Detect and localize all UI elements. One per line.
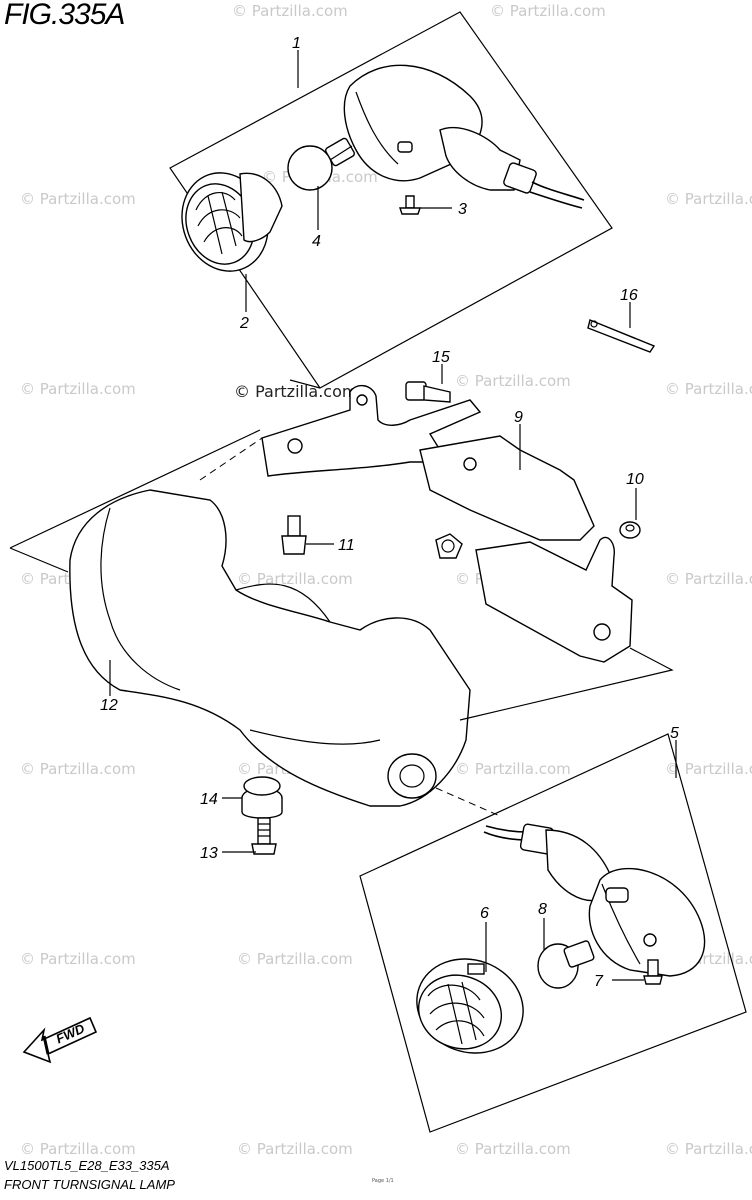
bulb-part-4 <box>287 137 355 191</box>
clip-part-16 <box>587 319 656 353</box>
watermark: © Partzilla.com <box>455 1140 571 1158</box>
figure-name: FRONT TURNSIGNAL LAMP <box>4 1177 175 1192</box>
watermark: © Partzilla.com <box>237 950 353 968</box>
assembly-frame-lower <box>359 733 747 1133</box>
upper-lamp-assembly <box>169 11 613 389</box>
housing-part-5 <box>483 823 706 977</box>
callout-11: 11 <box>338 537 355 554</box>
callout-9: 9 <box>514 409 523 426</box>
fwd-arrow: FWD <box>22 1016 98 1064</box>
watermark: © Partzilla.com <box>20 380 136 398</box>
leader-lines <box>109 50 677 981</box>
watermark: © Partzilla.com <box>237 570 353 588</box>
callout-12: 12 <box>100 697 118 714</box>
callout-13: 13 <box>200 845 218 862</box>
watermark: © Partzilla.com <box>665 1140 752 1158</box>
lower-lamp-assembly <box>359 733 747 1133</box>
watermark: © Partzilla.com <box>455 372 571 390</box>
assembly-frame-upper <box>169 11 613 389</box>
callout-labels: 1 2 3 4 5 6 7 8 9 10 11 12 13 14 15 16 <box>100 35 679 990</box>
callout-16: 16 <box>620 287 638 304</box>
bracket-part-9 <box>419 435 595 541</box>
housing-part-1 <box>343 64 585 209</box>
watermark: © Partzilla.com <box>20 950 136 968</box>
callout-10: 10 <box>626 471 644 488</box>
callout-1: 1 <box>292 35 301 52</box>
bulb-part-8 <box>537 940 595 989</box>
watermark: © Partzilla.com <box>20 1140 136 1158</box>
bracket-right-plate <box>475 536 633 663</box>
watermark-layer: © Partzilla.com © Partzilla.com © Partzi… <box>20 2 752 1158</box>
screw-part-13 <box>251 817 277 855</box>
watermark: © Partzilla.com <box>20 760 136 778</box>
screw-part-3 <box>399 195 421 215</box>
grommet-part-14 <box>241 776 283 819</box>
callout-2: 2 <box>239 315 249 332</box>
bolt-part-11 <box>281 515 307 555</box>
cover-part-12 <box>69 489 471 807</box>
guide-lines <box>9 379 674 817</box>
page-footnote: Page 1/1 <box>372 1178 394 1184</box>
watermark: © Partzilla.com <box>665 190 752 208</box>
screw-part-7 <box>643 959 663 985</box>
watermark: © Partzilla.com <box>490 2 606 20</box>
figure-title: FIG.335A <box>4 0 125 31</box>
watermark: © Partzilla.com <box>665 760 752 778</box>
callout-15: 15 <box>432 349 450 366</box>
callout-5: 5 <box>670 725 679 742</box>
watermark: © Partzilla.com <box>665 570 752 588</box>
callout-8: 8 <box>538 901 547 918</box>
callout-3: 3 <box>458 201 467 218</box>
callout-4: 4 <box>312 233 321 250</box>
callout-7: 7 <box>594 973 604 990</box>
bracket-assembly <box>261 319 656 663</box>
bolt-part-15 <box>405 381 451 403</box>
watermark: © Partzilla.com <box>237 1140 353 1158</box>
lens-part-6 <box>416 958 524 1054</box>
lens-part-2 <box>181 172 283 272</box>
watermark-center: © Partzilla.com <box>234 382 357 401</box>
watermark: © Partzilla.com <box>665 380 752 398</box>
watermark: © Partzilla.com <box>20 190 136 208</box>
model-code: VL1500TL5_E28_E33_335A <box>4 1158 170 1173</box>
callout-6: 6 <box>480 905 489 922</box>
collar-part-10 <box>619 521 641 539</box>
callout-14: 14 <box>200 791 218 808</box>
watermark: © Partzilla.com <box>455 760 571 778</box>
nut <box>435 533 463 559</box>
watermark: © Partzilla.com <box>232 2 348 20</box>
